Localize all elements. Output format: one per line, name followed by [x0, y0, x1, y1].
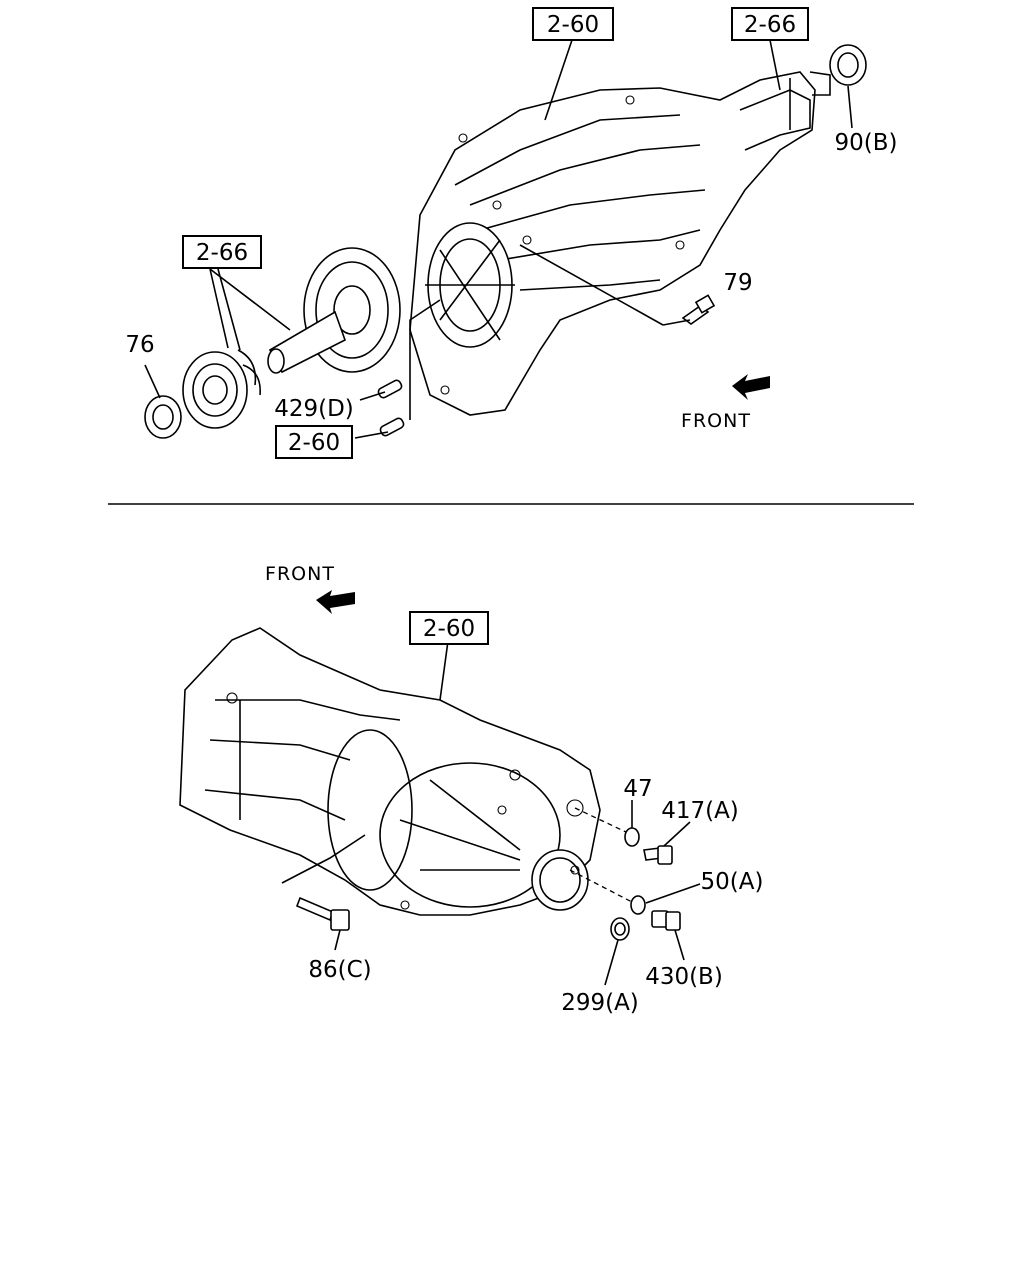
- label-plug-430b[interactable]: 430(B): [645, 964, 723, 990]
- ref-label: 2-60: [423, 616, 475, 642]
- ref-label: 2-60: [288, 430, 340, 456]
- front-label-top: FRONT: [681, 410, 751, 432]
- transfer-case-top: [409, 71, 831, 416]
- label-seal-76[interactable]: 76: [125, 332, 154, 358]
- label-oring-47[interactable]: 47: [623, 776, 652, 802]
- transfer-case-bottom: [179, 627, 601, 916]
- label-bolt-86c[interactable]: 86(C): [308, 957, 371, 983]
- plug-430b: [651, 910, 681, 931]
- label-bolt-417a[interactable]: 417(A): [661, 798, 739, 824]
- dowel-429d: [377, 379, 403, 399]
- bearing: [182, 349, 261, 429]
- label-bolt-79[interactable]: 79: [723, 270, 752, 296]
- label-seal-90b[interactable]: 90(B): [835, 130, 898, 156]
- ref-box-dowel[interactable]: 2-60: [275, 425, 353, 459]
- front-arrow-icon: [732, 374, 770, 400]
- ref-box-shaft[interactable]: 2-66: [182, 235, 262, 269]
- seal-90b: [829, 44, 867, 86]
- label-oring-50a[interactable]: 50(A): [701, 869, 764, 895]
- label-seal-299a[interactable]: 299(A): [561, 990, 639, 1016]
- ref-label: 2-66: [744, 12, 796, 38]
- front-label-bottom: FRONT: [265, 563, 335, 585]
- seal-299a: [610, 917, 630, 941]
- top-view: 2-60 2-66 2-66 2-60 90(B) 79 76 429(D) F…: [125, 7, 898, 459]
- label-dowel-429d[interactable]: 429(D): [274, 396, 354, 422]
- bottom-view: FRONT: [179, 563, 764, 1016]
- ref-box-rear-top[interactable]: 2-66: [731, 7, 809, 41]
- oring-50a: [630, 895, 646, 915]
- bolt-417a: [643, 845, 673, 865]
- ref-box-case-bottom[interactable]: 2-60: [409, 611, 489, 645]
- front-arrow-icon: [316, 590, 355, 614]
- ref-label: 2-66: [196, 240, 248, 266]
- seal-76: [144, 395, 182, 439]
- ref-box-case-top[interactable]: 2-60: [532, 7, 614, 41]
- dowel-2-60: [379, 417, 405, 437]
- ref-label: 2-60: [547, 12, 599, 38]
- gear-shaft: [267, 247, 401, 374]
- bolt-86c: [295, 896, 350, 931]
- oring-47: [624, 827, 640, 847]
